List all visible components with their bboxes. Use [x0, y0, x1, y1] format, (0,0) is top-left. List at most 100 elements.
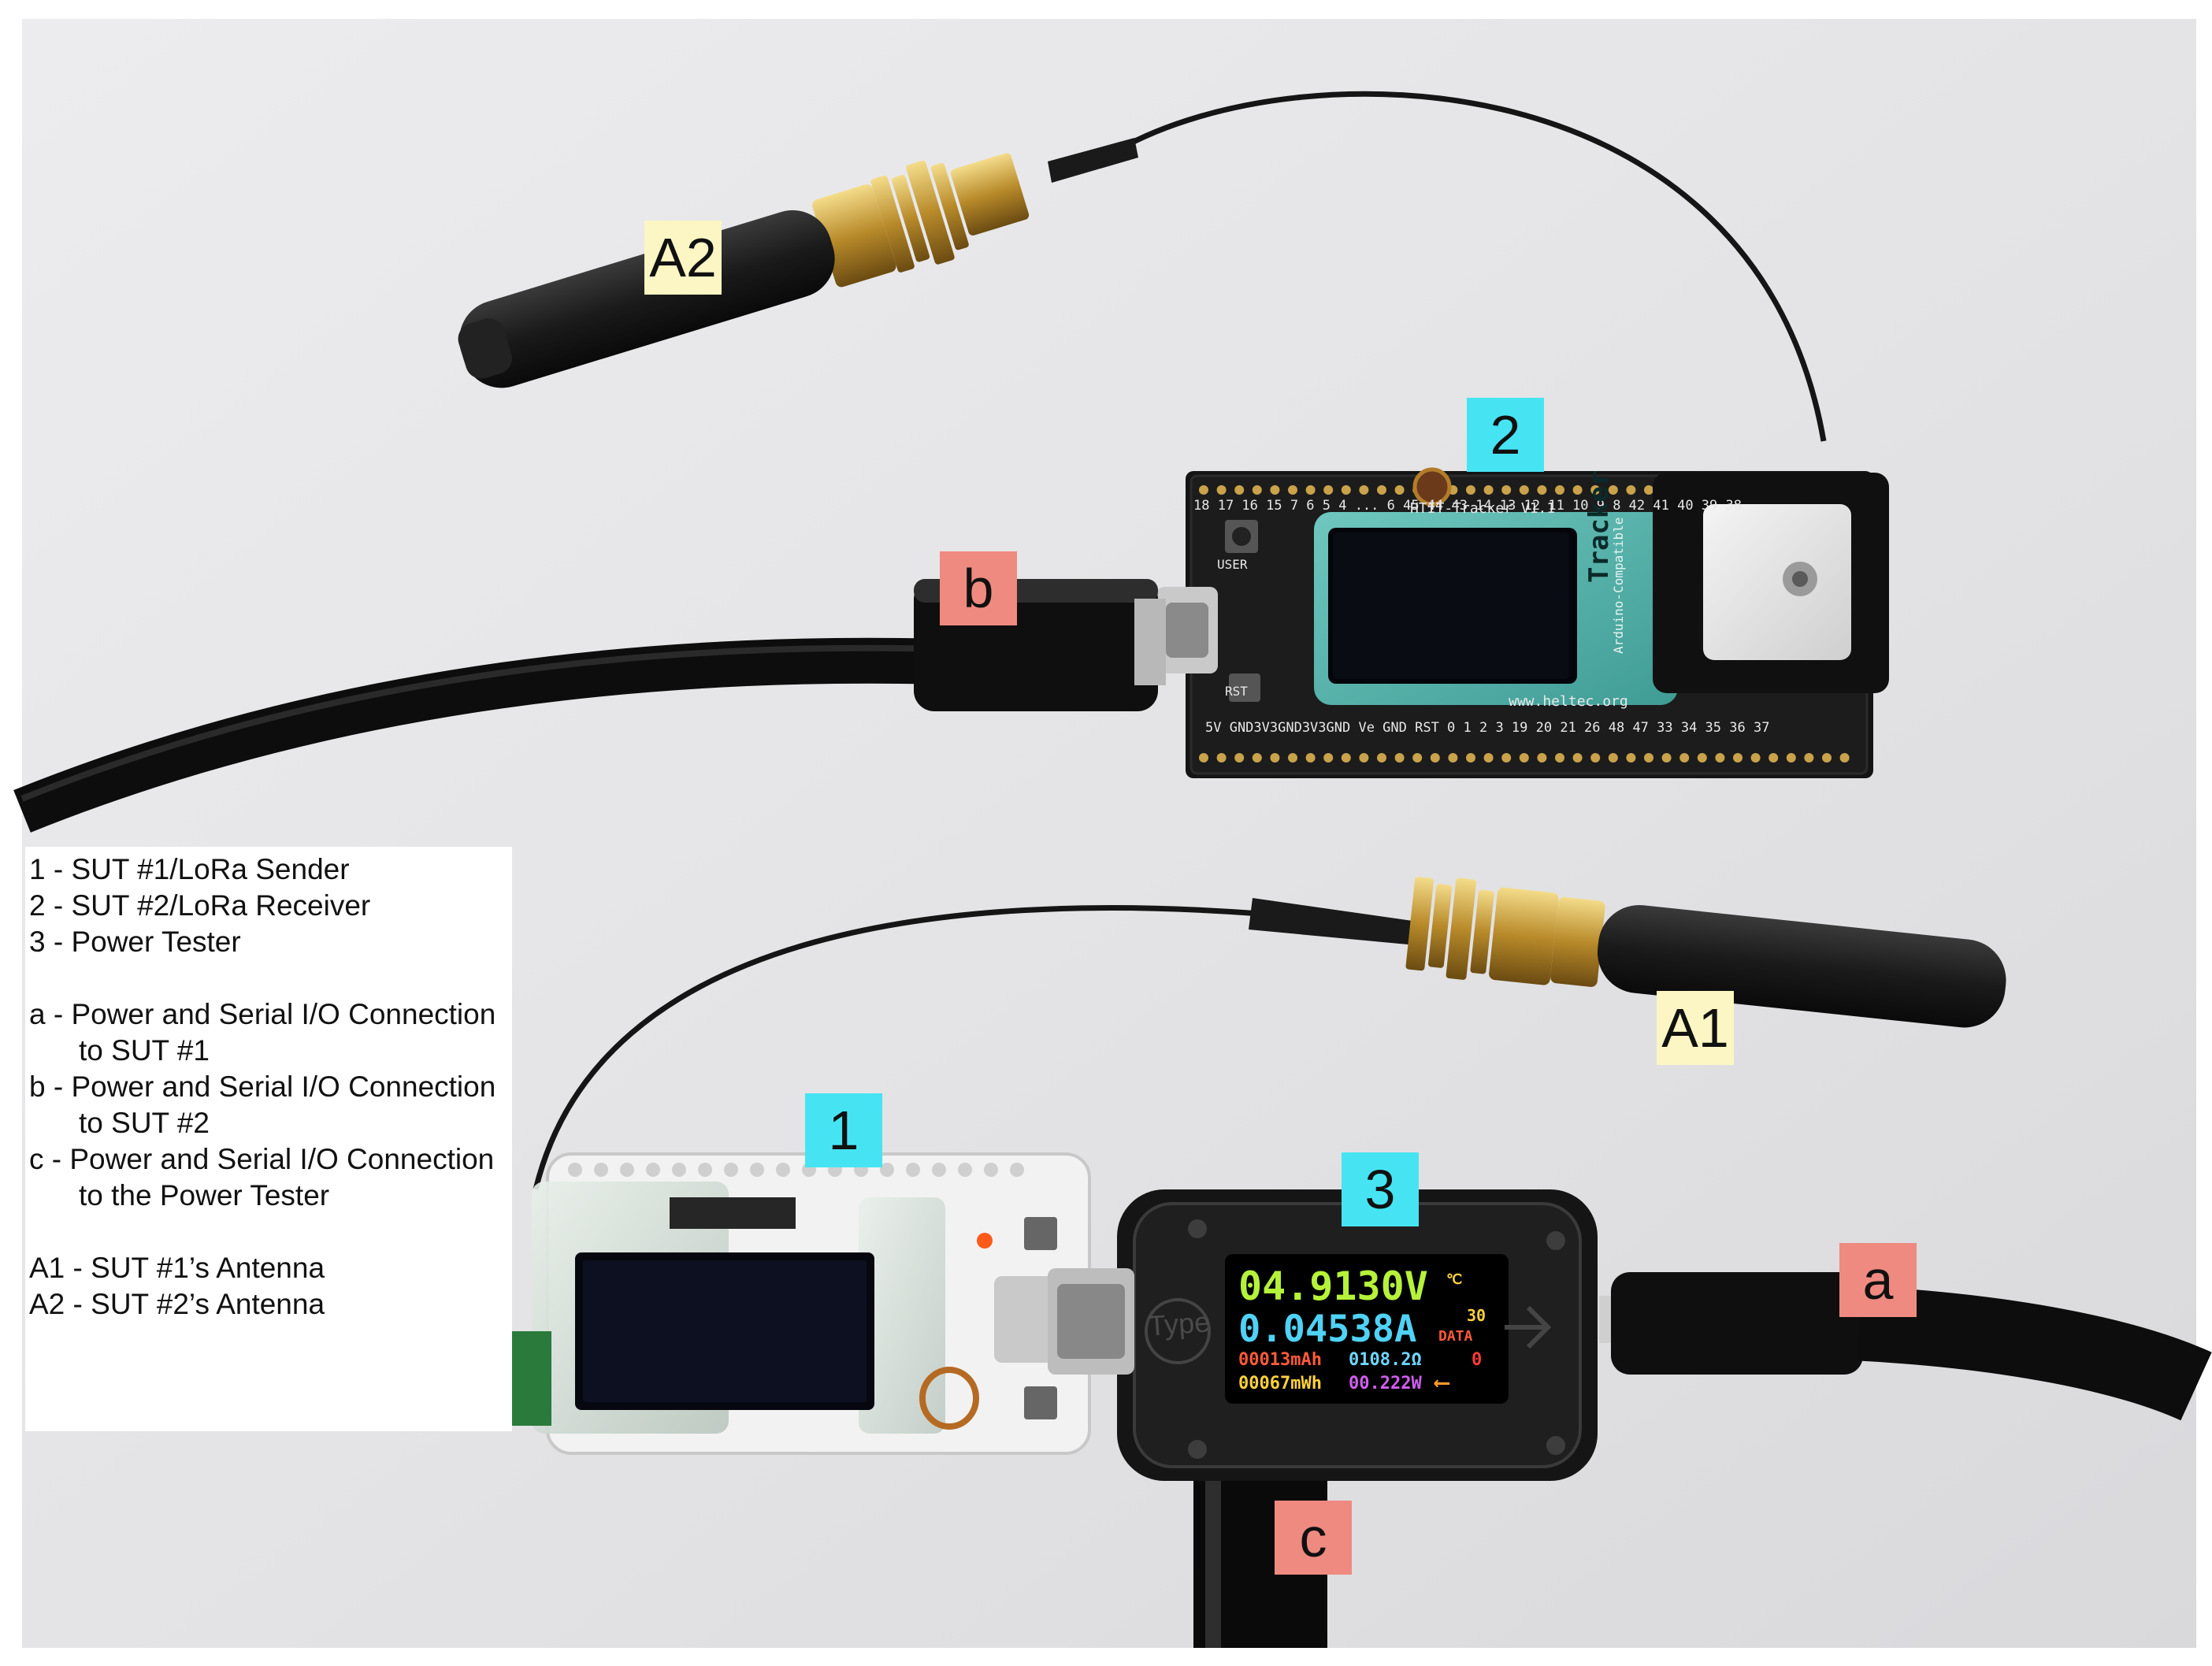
header-pad	[932, 1163, 946, 1177]
header-pad	[1519, 753, 1529, 763]
header-pad	[1448, 753, 1458, 763]
header-pad	[1501, 485, 1512, 495]
power-tester	[1048, 1189, 1598, 1481]
header-pad	[1590, 485, 1601, 495]
header-pad	[1305, 485, 1316, 495]
header-pad	[1572, 485, 1583, 495]
header-pad	[1234, 485, 1245, 495]
header-pad	[1216, 485, 1227, 495]
meter-temp: ℃	[1446, 1271, 1463, 1288]
header-pad	[880, 1163, 894, 1177]
header-pad	[1466, 753, 1475, 763]
legend-item-3: 3 - Power Tester	[29, 926, 241, 958]
header-pad	[1555, 485, 1564, 495]
header-pad	[1572, 753, 1583, 763]
header-pad	[1252, 753, 1262, 763]
header-pad	[1359, 753, 1369, 763]
header-pad	[958, 1163, 972, 1177]
header-pad	[1288, 485, 1297, 495]
header-pad	[1768, 753, 1779, 763]
tracker-user-button-label: USER	[1217, 557, 1248, 572]
meter-current: 0.04538A	[1238, 1308, 1417, 1351]
lora-board	[512, 1152, 1091, 1455]
header-pad	[1234, 753, 1245, 763]
tracker-board-name: HTIT-Tracker V1.1	[1410, 500, 1556, 517]
label-2: 2	[1467, 398, 1544, 472]
header-pad	[724, 1163, 738, 1177]
cable-b	[13, 579, 1166, 833]
legend-item-b: b - Power and Serial I/O Connection	[29, 1070, 496, 1103]
header-pad	[1394, 753, 1405, 763]
header-pad	[1323, 485, 1334, 495]
tracker-brand: Tracker	[1583, 469, 1615, 583]
meter-counter: 0	[1472, 1350, 1483, 1370]
header-pad	[750, 1163, 764, 1177]
antenna-a2	[458, 91, 1827, 442]
legend-item-a1: A1 - SUT #1’s Antenna	[29, 1252, 325, 1284]
header-pad	[1733, 753, 1743, 763]
tracker-top-pin-labels: 18 17 16 15 7 6 5 4 ... 6 45 44 43 14 13…	[1193, 498, 1742, 514]
header-pad	[1483, 753, 1494, 763]
label-b: b	[940, 551, 1017, 625]
header-pad	[1199, 753, 1208, 763]
header-pad	[1199, 485, 1208, 495]
header-pad	[1270, 753, 1280, 763]
tracker-board	[1156, 467, 1889, 778]
legend-item-a2: A2 - SUT #2’s Antenna	[29, 1288, 325, 1320]
header-pad	[1377, 485, 1386, 495]
header-pad	[1644, 485, 1653, 495]
header-pad	[1626, 753, 1636, 763]
label-1: 1	[805, 1093, 882, 1167]
header-pad	[1626, 485, 1636, 495]
header-pad	[1822, 753, 1832, 763]
header-pad	[1412, 753, 1423, 763]
legend-item-c: c - Power and Serial I/O Connection	[29, 1143, 495, 1175]
header-pad	[1715, 753, 1725, 763]
header-pad	[1341, 485, 1351, 495]
header-pad	[1537, 485, 1547, 495]
meter-resistance: 0108.2Ω	[1349, 1350, 1422, 1370]
header-pad	[1216, 753, 1227, 763]
meter-arrow-icon: ⟵	[1435, 1369, 1449, 1395]
tracker-rst-button-label: RST	[1225, 684, 1248, 699]
meter-energy: 00067mWh	[1238, 1374, 1322, 1393]
header-pad	[1555, 753, 1564, 763]
label-a1: A1	[1657, 991, 1734, 1065]
header-pad	[1501, 753, 1512, 763]
meter-data-value: 30	[1467, 1306, 1486, 1325]
label-a2: A2	[644, 221, 722, 295]
header-pad	[594, 1163, 608, 1177]
meter-capacity: 00013mAh	[1238, 1350, 1322, 1370]
meter-data-label: DATA	[1438, 1328, 1473, 1345]
header-pad	[1252, 485, 1262, 495]
tracker-bottom-pin-labels: 5V GND3V3GND3V3GND Ve GND RST 0 1 2 3 19…	[1205, 720, 1770, 736]
header-pad	[984, 1163, 998, 1177]
header-pad	[1804, 753, 1814, 763]
legend-item-a: a - Power and Serial I/O Connection	[29, 998, 496, 1030]
header-pad	[1537, 753, 1547, 763]
header-pad	[1323, 753, 1334, 763]
header-pad	[1697, 753, 1707, 763]
header-pad	[1519, 485, 1529, 495]
label-a: a	[1839, 1243, 1917, 1317]
cable-a	[1599, 1272, 2212, 1421]
legend-item-a-cont: to SUT #1	[79, 1034, 210, 1067]
header-pad	[1466, 485, 1475, 495]
header-pad	[1839, 753, 1850, 763]
legend-item-c-cont: to the Power Tester	[79, 1179, 330, 1211]
header-pad	[1377, 753, 1386, 763]
header-pad	[1644, 753, 1653, 763]
label-c: c	[1275, 1501, 1352, 1575]
header-pad	[1359, 485, 1369, 495]
header-pad	[1679, 753, 1690, 763]
header-pad	[776, 1163, 790, 1177]
legend-box: 1 - SUT #1/LoRa Sender 2 - SUT #2/LoRa R…	[25, 847, 512, 1431]
meter-voltage: 04.9130V	[1238, 1263, 1428, 1309]
header-pad	[1786, 753, 1796, 763]
legend-item-1: 1 - SUT #1/LoRa Sender	[29, 853, 350, 885]
header-pad	[672, 1163, 686, 1177]
header-pad	[1661, 753, 1672, 763]
header-pad	[698, 1163, 712, 1177]
power-tester-brand: Type	[1147, 1305, 1212, 1342]
